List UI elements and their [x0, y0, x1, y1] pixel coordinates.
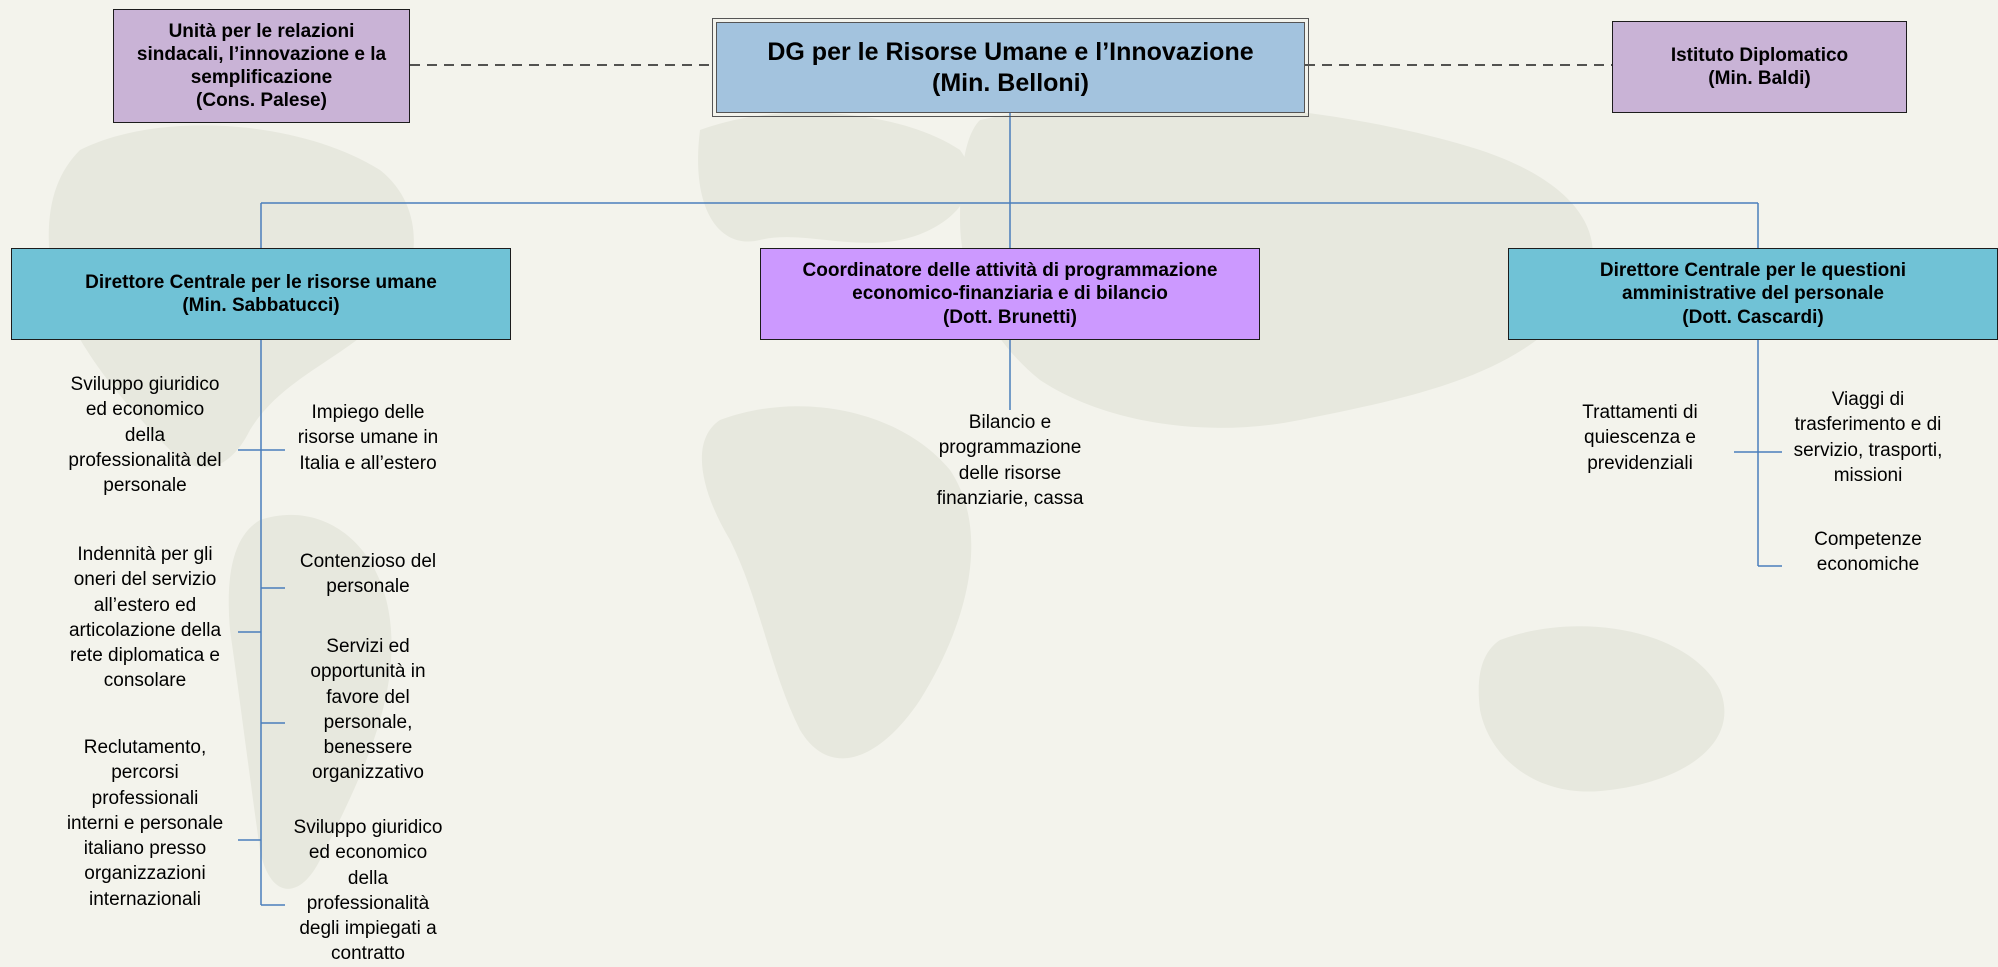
- right-unit-contenzioso: Contenzioso del personale: [299, 551, 437, 598]
- right-unit-impiego-risorse: Impiego delle risorse umane in Italia e …: [297, 402, 439, 474]
- right-unit-servizi-benessere: Servizi ed opportunità in favore del per…: [310, 636, 426, 784]
- dg-risorse-umane-box: DG per le Risorse Umane e l’Innovazione …: [712, 18, 1309, 117]
- dg-risorse-umane-label: DG per le Risorse Umane e l’Innovazione …: [767, 38, 1254, 97]
- right-branch-viaggi: Viaggi di trasferimento e di servizio, t…: [1793, 389, 1943, 486]
- left-unit-reclutamento: Reclutamento, percorsi professionali int…: [66, 737, 224, 910]
- direttore-risorse-umane-box: Direttore Centrale per le risorse umane …: [11, 248, 511, 340]
- center-unit-bilancio: Bilancio e programmazione delle risorse …: [936, 412, 1084, 509]
- direttore-questioni-amministrative-label: Direttore Centrale per le questioni ammi…: [1599, 260, 1907, 328]
- direttore-questioni-amministrative-box: Direttore Centrale per le questioni ammi…: [1508, 248, 1998, 340]
- istituto-diplomatico-label: Istituto Diplomatico (Min. Baldi): [1670, 44, 1849, 89]
- right-branch-competenze: Competenze economiche: [1814, 529, 1922, 576]
- istituto-diplomatico-box: Istituto Diplomatico (Min. Baldi): [1612, 21, 1907, 113]
- unit-relazioni-sindacali-label: Unità per le relazioni sindacali, l’inno…: [136, 20, 387, 112]
- left-unit-indennita-estero: Indennità per gli oneri del servizio all…: [68, 544, 222, 692]
- unit-relazioni-sindacali-box: Unità per le relazioni sindacali, l’inno…: [113, 9, 410, 123]
- coordinatore-bilancio-box: Coordinatore delle attività di programma…: [760, 248, 1260, 340]
- left-unit-sviluppo-personale: Sviluppo giuridico ed economico della pr…: [68, 374, 222, 497]
- right-branch-trattamenti: Trattamenti di quiescenza e previdenzial…: [1582, 402, 1698, 474]
- right-unit-sviluppo-contratto: Sviluppo giuridico ed economico della pr…: [293, 817, 443, 965]
- direttore-risorse-umane-label: Direttore Centrale per le risorse umane …: [85, 271, 437, 316]
- coordinatore-bilancio-label: Coordinatore delle attività di programma…: [802, 260, 1218, 328]
